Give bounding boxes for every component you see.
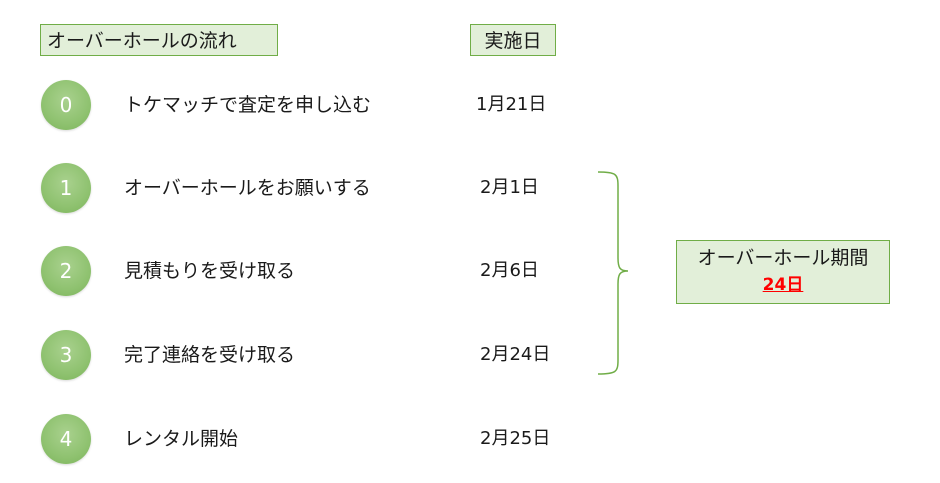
step-number-circle: 3 <box>41 330 91 380</box>
step-date: 2月25日 <box>480 428 551 449</box>
overhaul-period-box: オーバーホール期間 24日 <box>676 240 890 304</box>
step-number-circle: 2 <box>41 246 91 296</box>
step-date: 1月21日 <box>476 94 547 115</box>
step-number-circle: 4 <box>41 414 91 464</box>
step-label: 完了連絡を受け取る <box>124 344 296 366</box>
flow-title-label: オーバーホールの流れ <box>40 24 278 56</box>
period-title: オーバーホール期間 <box>697 247 869 269</box>
period-value: 24日 <box>762 275 804 295</box>
step-label: トケマッチで査定を申し込む <box>124 94 372 116</box>
date-column-title: 実施日 <box>470 24 556 56</box>
step-number-circle: 1 <box>41 163 91 213</box>
step-label: レンタル開始 <box>124 428 239 450</box>
step-number-circle: 0 <box>41 80 91 130</box>
step-date: 2月6日 <box>480 260 539 281</box>
step-label: 見積もりを受け取る <box>124 260 296 282</box>
step-date: 2月1日 <box>480 177 539 198</box>
step-label: オーバーホールをお願いする <box>124 177 371 199</box>
step-date: 2月24日 <box>480 344 551 365</box>
curly-brace-icon <box>597 171 629 375</box>
